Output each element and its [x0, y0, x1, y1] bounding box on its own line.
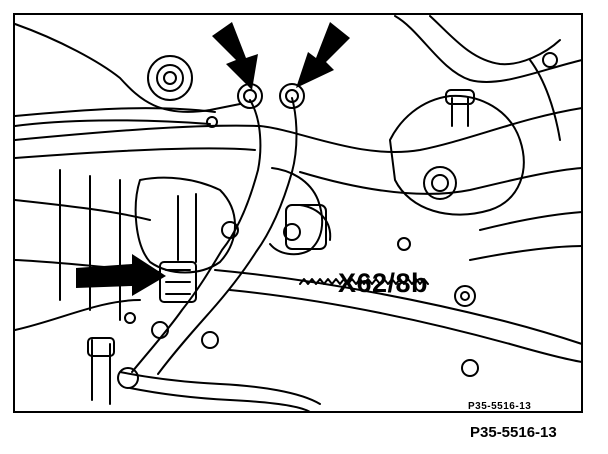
inner-figure-code-text: P35-5516-13	[468, 401, 532, 412]
arrow-left	[76, 254, 166, 296]
lower-frame-rail	[214, 269, 583, 345]
connector-plug-right	[279, 83, 305, 109]
connector-callout-label: X62/8b	[338, 268, 448, 298]
cable-harness	[131, 99, 262, 373]
arrow-top-right	[296, 22, 350, 88]
inner-figure-code: P35-5516-13	[468, 396, 578, 412]
figure-frame	[13, 13, 583, 413]
connector-left-housing	[159, 261, 197, 303]
mount-bolt-top-left	[147, 55, 193, 101]
callout-text: X62/8b	[338, 268, 429, 298]
arrow-top-left	[212, 22, 258, 90]
cross-member	[14, 107, 583, 154]
figure-code: P35-5516-13	[470, 424, 606, 446]
engine-mount-bracket	[394, 15, 583, 83]
upper-housing-outline	[14, 23, 241, 113]
figure-code-text: P35-5516-13	[470, 424, 557, 441]
